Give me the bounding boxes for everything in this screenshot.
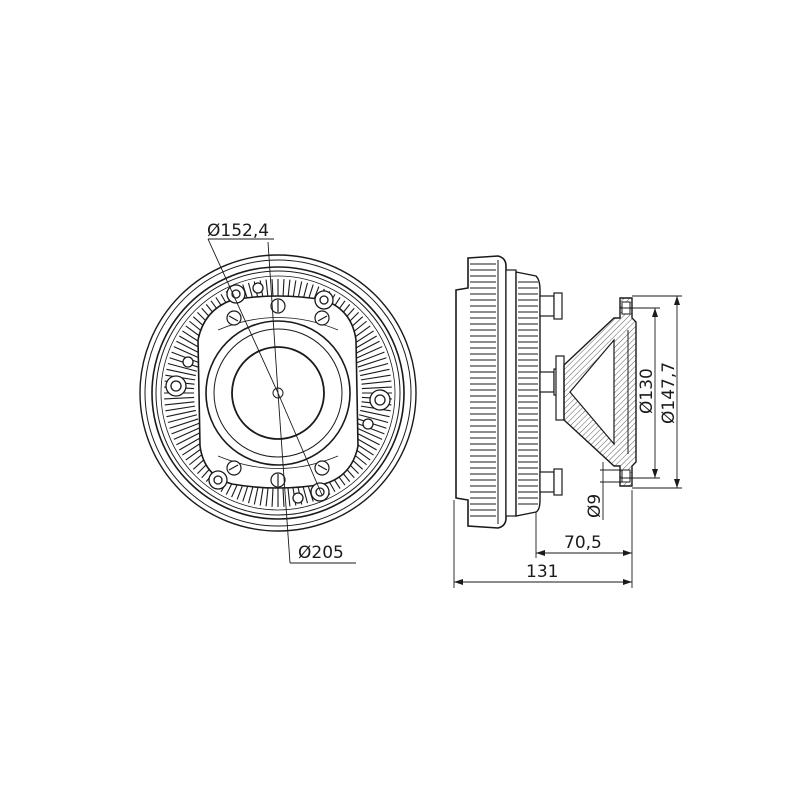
dim-flange-outer: Ø147,7	[659, 362, 679, 424]
side-nuts	[165, 282, 391, 504]
dim-arrows	[454, 296, 680, 585]
body-fins	[470, 263, 496, 517]
dimension-lines	[453, 295, 682, 588]
dim-hole: Ø9	[585, 494, 605, 518]
dim-overall-length: 131	[526, 562, 558, 582]
dim-bolt-circle: Ø152,4	[207, 221, 269, 241]
dim-flange-inner: Ø130	[637, 368, 657, 414]
side-view	[455, 255, 637, 529]
dim-outer-diameter: Ø205	[298, 543, 344, 563]
dim-hub-depth: 70,5	[564, 533, 602, 553]
hub-bolts	[226, 298, 330, 488]
front-view	[139, 238, 417, 564]
